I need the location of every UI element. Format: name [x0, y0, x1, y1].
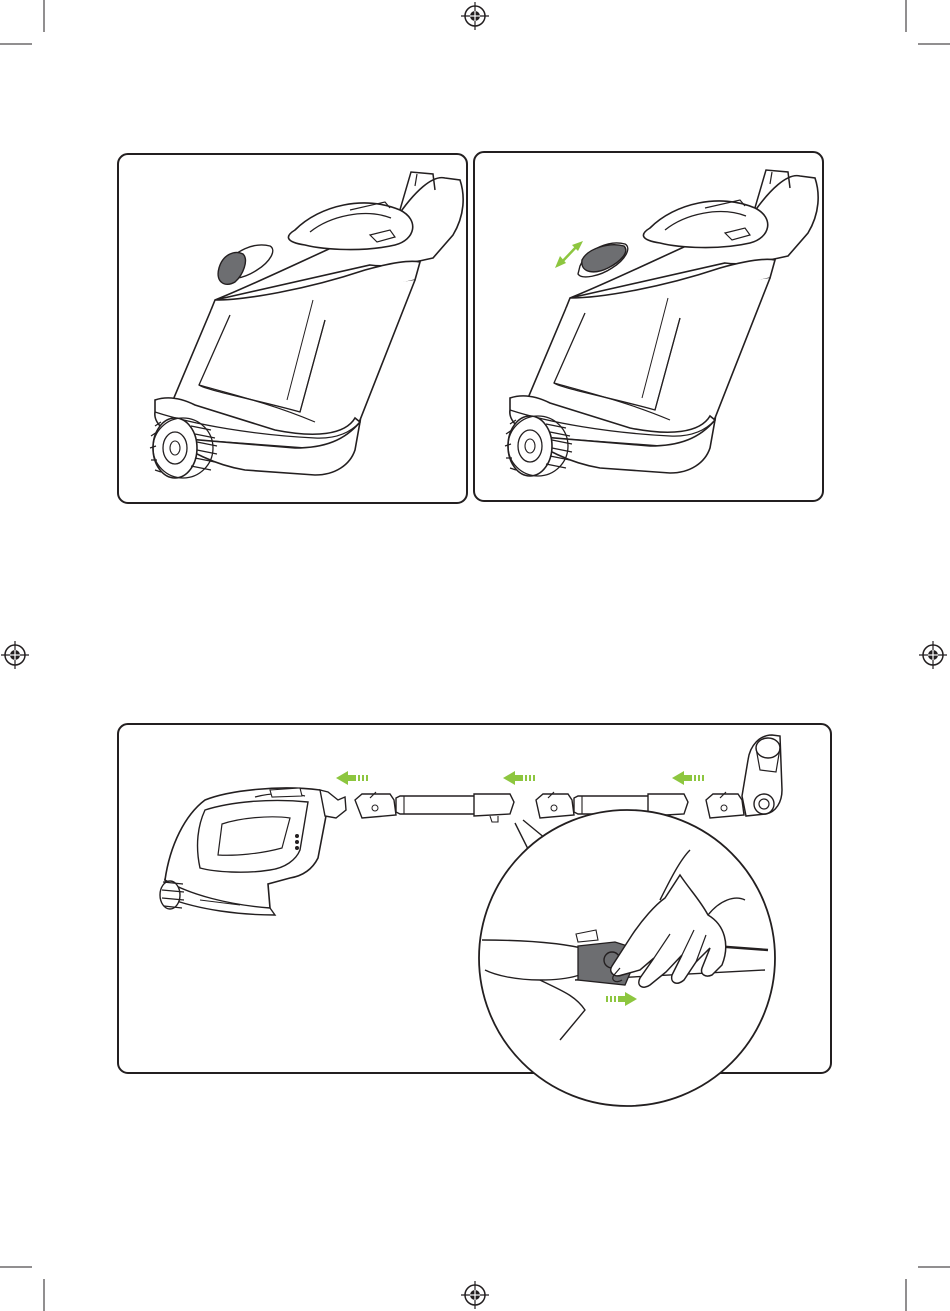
figure-battery-pack-release: [474, 152, 823, 501]
registration-target-icon: [461, 2, 489, 30]
figure-wand-disassembly: [118, 724, 831, 1106]
hand-pressing-latch-icon: [479, 810, 775, 1106]
registration-target-icon: [461, 1281, 489, 1309]
registration-target-icon: [1, 641, 29, 669]
registration-target-icon: [919, 641, 947, 669]
figure-battery-pack-locked: [118, 154, 467, 503]
